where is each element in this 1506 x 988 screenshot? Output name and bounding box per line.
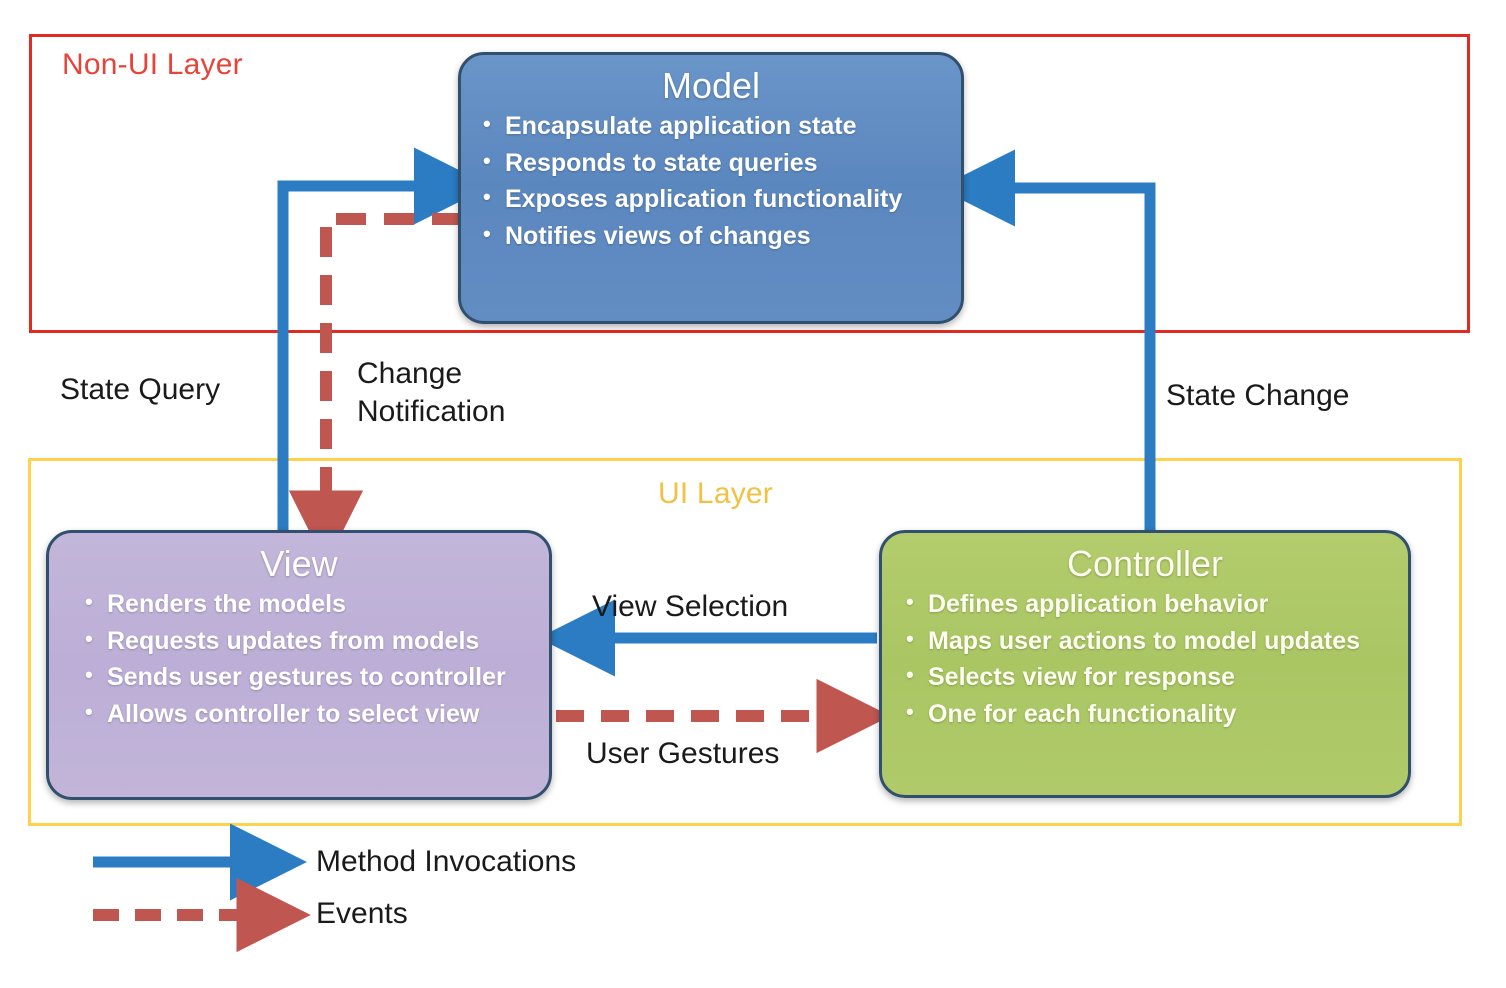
connector-label-user-gestures: User Gestures [586, 737, 780, 770]
legend-label-events: Events [316, 897, 408, 930]
model-bullet-2: Responds to state queries [483, 145, 961, 182]
model-bullet-list: Encapsulate application state Responds t… [461, 108, 961, 254]
view-bullet-4: Allows controller to select view [85, 696, 549, 733]
controller-bullet-1: Defines application behavior [906, 586, 1408, 623]
view-bullet-1: Renders the models [85, 586, 549, 623]
view-title: View [260, 543, 338, 584]
view-box[interactable]: View Renders the models Requests updates… [46, 530, 552, 800]
non-ui-layer-label: Non-UI Layer [62, 48, 243, 81]
ui-layer-label: UI Layer [658, 477, 773, 510]
view-bullet-2: Requests updates from models [85, 623, 549, 660]
change-notification-line-2: Notification [357, 395, 506, 429]
model-box[interactable]: Model Encapsulate application state Resp… [458, 52, 964, 324]
change-notification-line-1: Change [357, 357, 463, 390]
non-ui-layer-frame [29, 34, 1470, 333]
view-bullet-3: Sends user gestures to controller [85, 659, 549, 696]
model-bullet-1: Encapsulate application state [483, 108, 961, 145]
model-title: Model [661, 65, 761, 106]
connector-label-state-query: State Query [60, 373, 221, 406]
controller-bullet-list: Defines application behavior Maps user a… [882, 586, 1408, 732]
controller-bullet-4: One for each functionality [906, 696, 1408, 733]
connector-label-state-change: State Change [1166, 379, 1350, 412]
controller-title: Controller [1066, 543, 1224, 584]
model-bullet-4: Notifies views of changes [483, 218, 961, 255]
controller-bullet-2: Maps user actions to model updates [906, 623, 1408, 660]
legend-label-method-invocations: Method Invocations [316, 845, 577, 878]
controller-box[interactable]: Controller Defines application behavior … [879, 530, 1411, 798]
view-bullet-list: Renders the models Requests updates from… [49, 586, 549, 732]
controller-bullet-3: Selects view for response [906, 659, 1408, 696]
ui-layer-frame [28, 458, 1462, 826]
connector-label-change-notification: Change Notification [357, 355, 505, 432]
model-bullet-3: Exposes application functionality [483, 181, 961, 218]
connector-label-view-selection: View Selection [592, 590, 789, 623]
